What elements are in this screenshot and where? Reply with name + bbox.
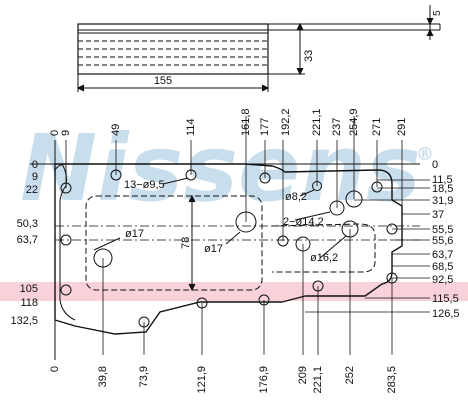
right-tick-label: 11,5 [432,174,453,186]
left-tick-label: 105 [20,283,38,295]
left-tick-label: 132,5 [10,315,38,327]
right-tick-label: 31,9 [432,195,453,207]
top-tick-label: 9 [60,130,72,136]
top-tick-label: 0 [49,130,61,136]
callout-port-center: ø17 [204,243,223,255]
top-extension-lines [54,116,403,241]
left-tick-label: 22 [26,184,38,196]
bottom-tick-label: 73,9 [138,366,150,387]
top-tick-label: 237 [331,118,343,136]
bottom-tick-label: 39,8 [97,366,109,387]
dim-height-label: 33 [303,50,315,62]
dim-thickness-label: 5 [432,10,443,16]
bottom-tick-label: 176,9 [258,366,270,394]
bottom-extension-lines [102,229,393,355]
callout-port-left: ø17 [125,228,144,240]
dim-length-label: 155 [154,75,172,87]
callout-hole-8: ø8,2 [285,191,307,203]
top-tick-label: 192,2 [280,108,292,136]
dim-78-label: 78 [180,237,192,249]
callout-hole-16: ø16,2 [310,252,338,264]
left-tick-label: 50,3 [17,218,38,230]
right-tick-label: 126,5 [432,308,460,320]
top-tick-label: 271 [371,118,383,136]
right-tick-label: 0 [432,159,438,171]
bottom-tick-label: 121,9 [196,366,208,394]
watermark-mark: ® [416,144,434,165]
left-tick-label: 9 [32,171,38,183]
right-tick-label: 115,5 [432,293,459,305]
callout-holes-14: 2−ø14,2 [283,216,324,228]
left-tick-label: 63,7 [17,234,38,246]
right-tick-label: 55,6 [432,235,453,247]
top-tick-label: 254,9 [348,108,360,136]
bottom-tick-label: 0 [49,366,61,372]
callout-holes-13: 13−ø9,5 [124,179,165,191]
left-tick-label: 0 [32,159,38,171]
watermark-text: Nissens [20,115,421,222]
top-tick-label: 177 [259,118,271,136]
left-tick-label: 118 [20,297,38,309]
top-tick-label: 291 [396,118,408,136]
right-tick-label: 18,5 [432,183,453,195]
side-view [76,5,441,92]
right-tick-label: 92,5 [432,274,453,286]
right-tick-label: 68,5 [432,261,453,273]
top-tick-label: 161,8 [240,108,252,136]
top-tick-label: 114 [185,118,197,136]
bottom-tick-label: 209 [297,366,309,384]
bottom-tick-label: 283,5 [386,366,398,394]
bottom-tick-label: 221,1 [312,366,324,394]
right-tick-label: 63,7 [432,249,453,261]
bottom-tick-label: 252 [344,366,356,384]
right-tick-label: 55,5 [432,224,453,236]
right-extension-lines [305,179,430,313]
top-tick-label: 49 [110,124,122,136]
top-tick-label: 221,1 [311,108,323,136]
right-tick-labels: 0 11,518,531,9 37 55,555,6 63,768,592,5 115,5… [432,159,460,320]
right-tick-label: 37 [432,209,444,221]
